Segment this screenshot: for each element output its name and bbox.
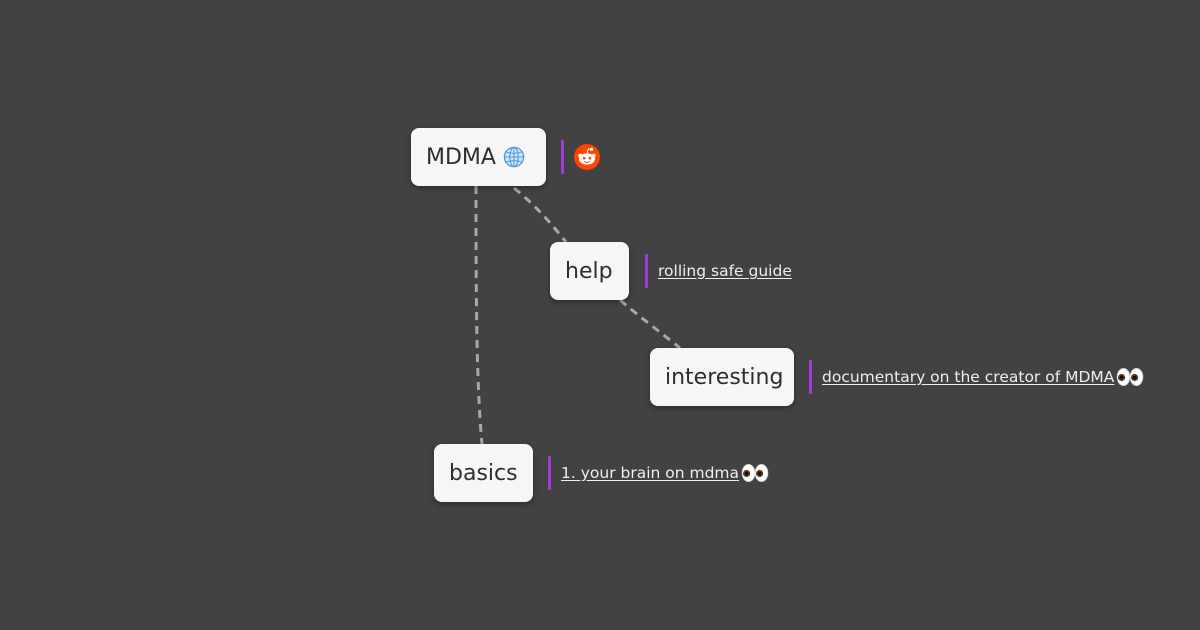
your-brain-on-mdma-link[interactable]: 1. your brain on mdma bbox=[561, 464, 739, 482]
note-mdma bbox=[561, 140, 600, 174]
note-bar bbox=[548, 456, 551, 490]
note-interesting: documentary on the creator of MDMA bbox=[809, 360, 1144, 394]
node-interesting-label: interesting bbox=[665, 364, 784, 390]
eyes-icon bbox=[1117, 367, 1144, 387]
node-mdma[interactable]: MDMA bbox=[411, 128, 546, 186]
node-help-label: help bbox=[565, 258, 613, 284]
rolling-safe-guide-link[interactable]: rolling safe guide bbox=[658, 262, 792, 280]
note-bar bbox=[645, 254, 648, 288]
note-bar bbox=[561, 140, 564, 174]
note-basics: 1. your brain on mdma bbox=[548, 456, 769, 490]
node-basics[interactable]: basics bbox=[434, 444, 533, 502]
globe-icon bbox=[503, 146, 525, 168]
documentary-link-text: documentary on the creator of MDMA bbox=[822, 368, 1115, 386]
node-basics-label: basics bbox=[449, 460, 518, 486]
documentary-link[interactable]: documentary on the creator of MDMA bbox=[822, 368, 1114, 386]
note-help: rolling safe guide bbox=[645, 254, 792, 288]
connector-help-interesting bbox=[619, 298, 681, 350]
node-interesting[interactable]: interesting bbox=[650, 348, 794, 406]
connector-mdma-help bbox=[513, 186, 568, 243]
node-mdma-label: MDMA bbox=[426, 144, 496, 170]
note-bar bbox=[809, 360, 812, 394]
connector-mdma-basics bbox=[474, 185, 484, 445]
eyes-icon bbox=[741, 463, 769, 483]
your-brain-on-mdma-link-text: 1. your brain on mdma bbox=[561, 464, 740, 482]
reddit-icon[interactable] bbox=[574, 144, 600, 170]
node-help[interactable]: help bbox=[550, 242, 629, 300]
